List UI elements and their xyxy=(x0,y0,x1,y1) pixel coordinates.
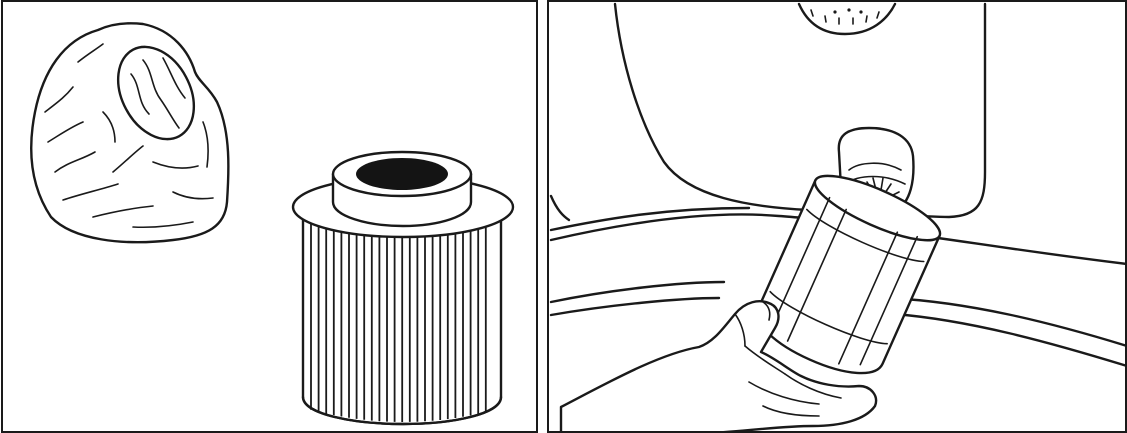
filter-housing-outline xyxy=(615,4,985,217)
cartridge-filter-icon xyxy=(748,164,947,387)
pressure-gauge-icon xyxy=(799,4,895,34)
illustration-panel-left xyxy=(1,0,538,433)
installation-illustration xyxy=(549,2,1127,433)
mesh-bag-icon xyxy=(31,23,228,242)
illustration-panel-right xyxy=(547,0,1127,433)
cartridge-filter-icon xyxy=(293,152,513,424)
filter-parts-illustration xyxy=(3,2,538,433)
